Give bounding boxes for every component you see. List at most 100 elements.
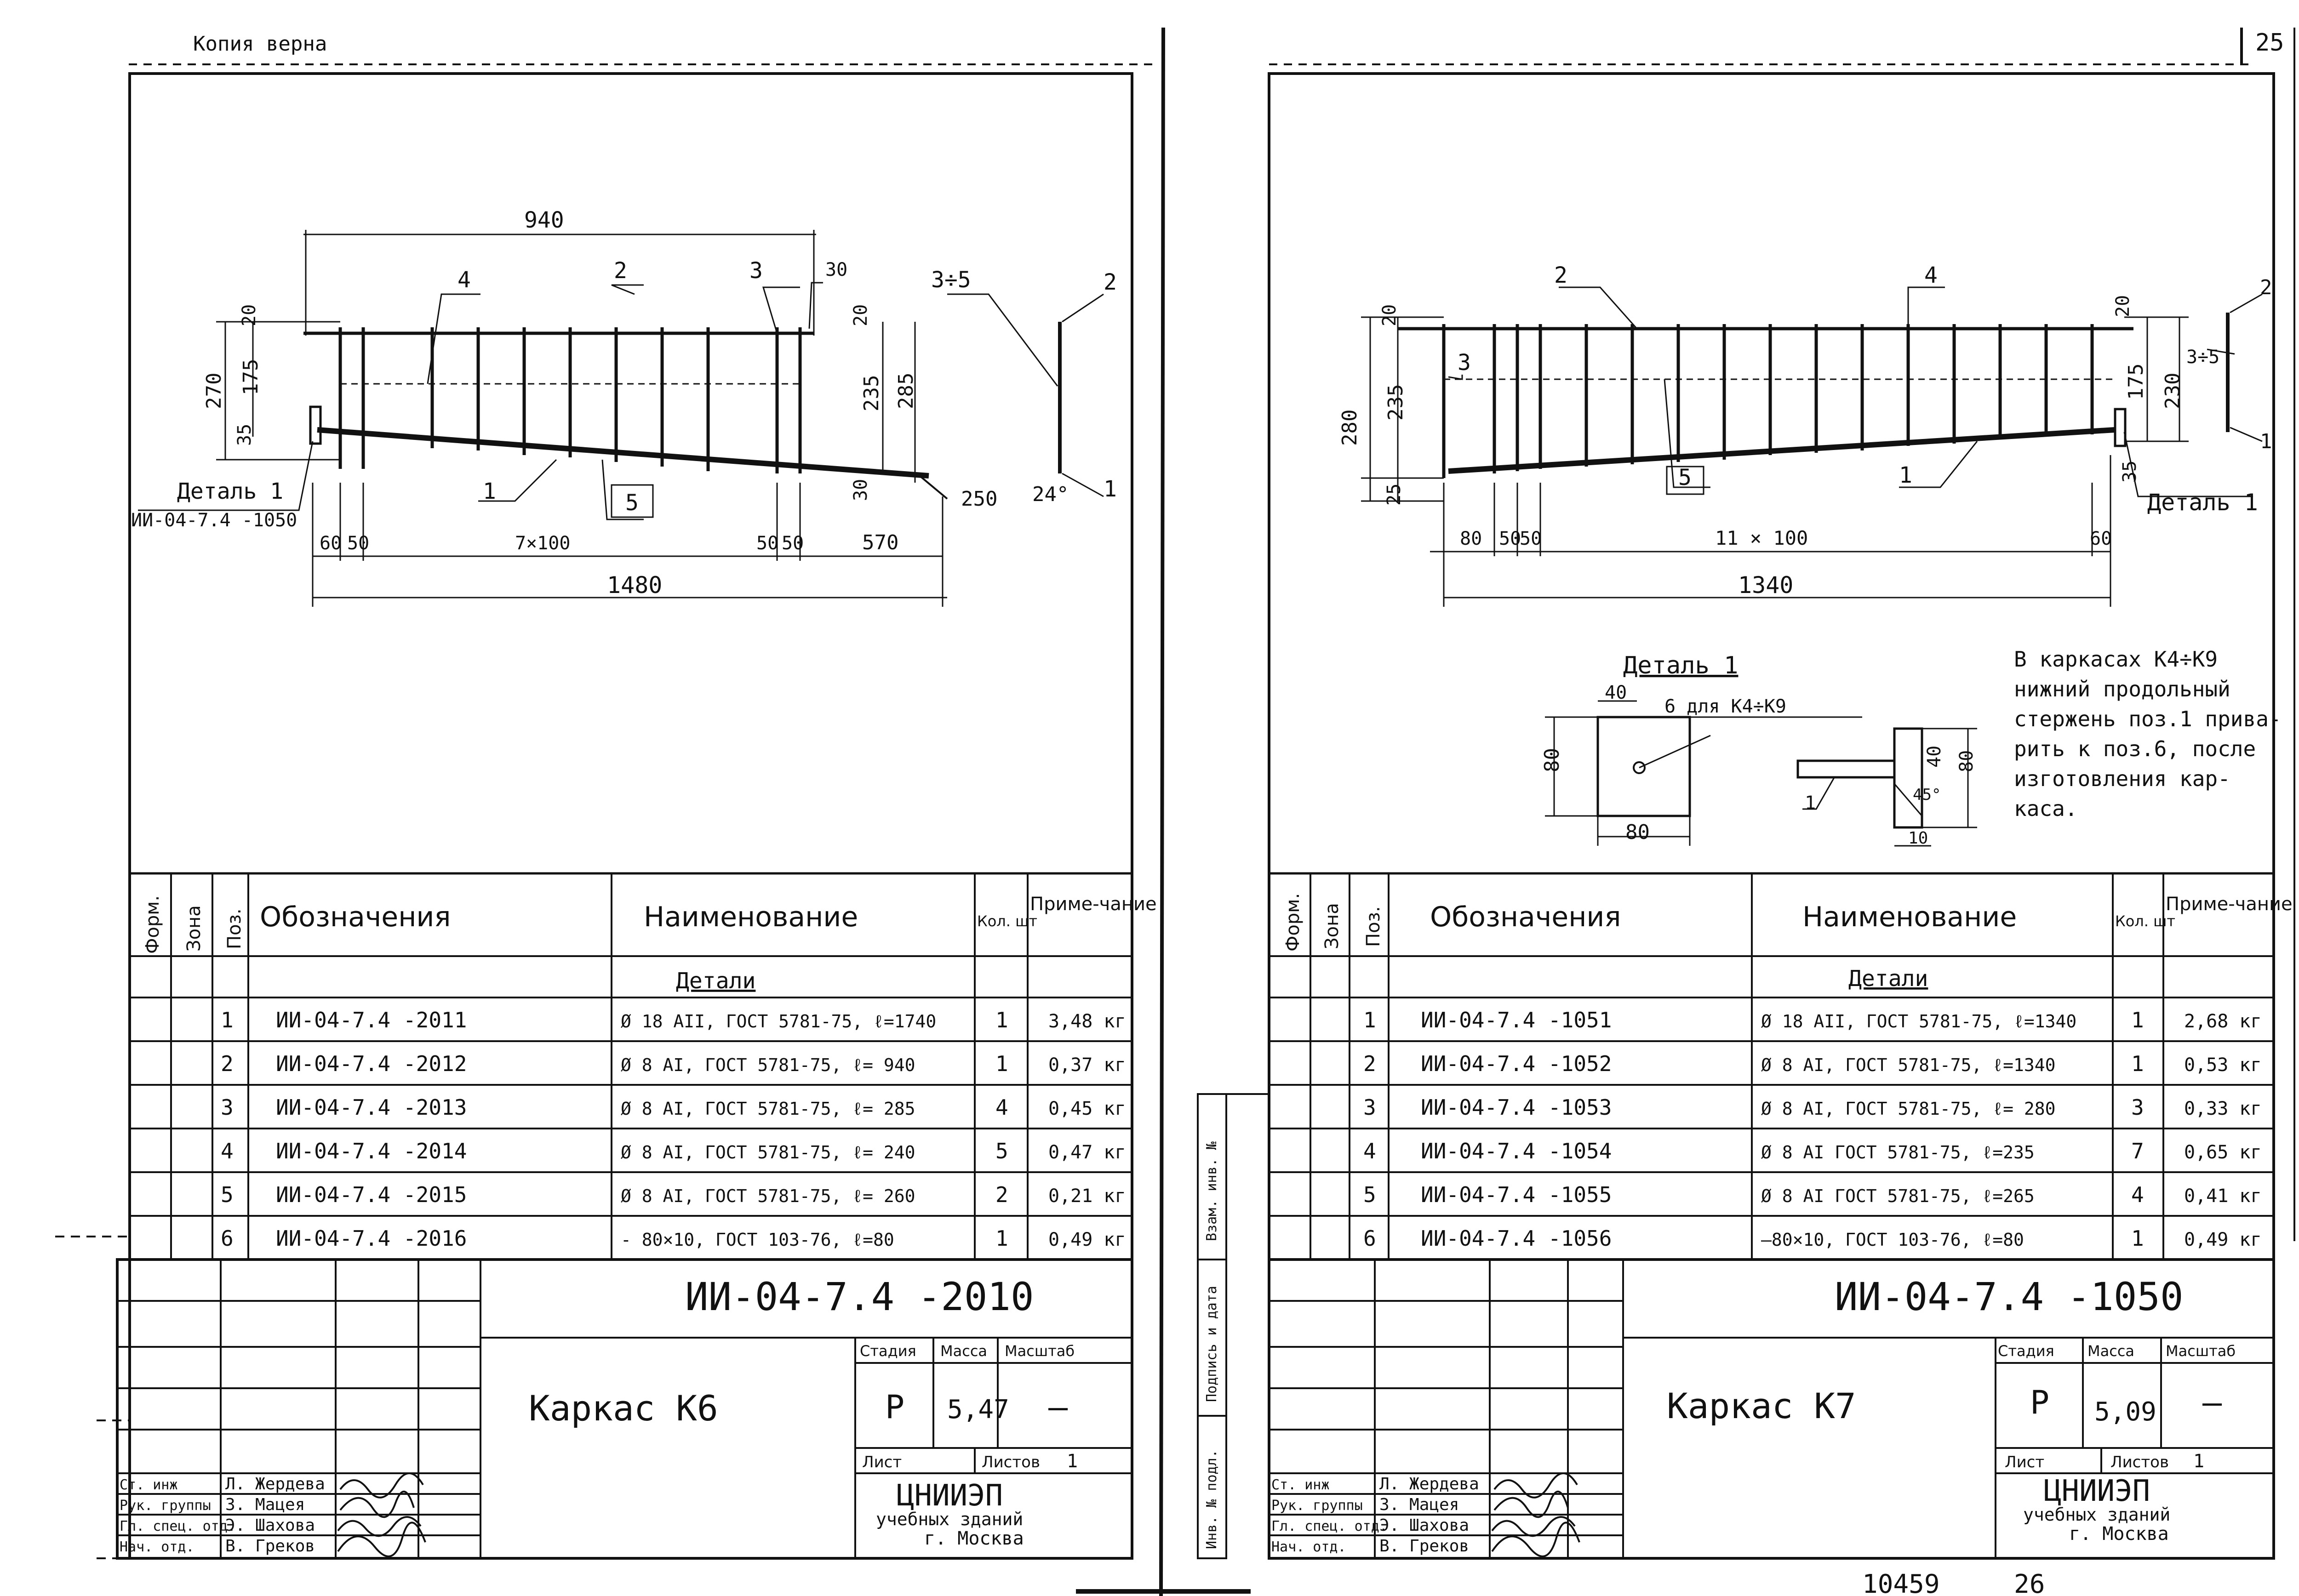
svg-text:ИИ-04-7.4 -2013: ИИ-04-7.4 -2013	[276, 1095, 467, 1120]
svg-text:280: 280	[1338, 410, 1361, 446]
svg-text:1: 1	[483, 479, 496, 504]
svg-text:Ø 8 АI, ГОСТ 5781-75, ℓ= 940: Ø 8 АI, ГОСТ 5781-75, ℓ= 940	[621, 1055, 915, 1075]
svg-text:3: 3	[2131, 1095, 2144, 1120]
svg-text:Зона: Зона	[1321, 903, 1343, 949]
svg-text:Приме-чание: Приме-чание	[1030, 894, 1157, 915]
svg-text:Деталь 1: Деталь 1	[1623, 652, 1738, 679]
svg-text:1480: 1480	[607, 572, 662, 598]
svg-text:24°: 24°	[1032, 483, 1069, 506]
svg-text:Ø 8 АI ГОСТ 5781-75, ℓ=265: Ø 8 АI ГОСТ 5781-75, ℓ=265	[1761, 1186, 2035, 1206]
svg-text:Обозначения: Обозначения	[1430, 901, 1621, 933]
svg-text:0,21 кг: 0,21 кг	[1048, 1186, 1126, 1207]
right-note: В каркасах К4÷К9 нижний продольный стерж…	[2014, 647, 2282, 821]
svg-text:В. Греков: В. Греков	[225, 1537, 315, 1556]
svg-text:Ø 8 АI, ГОСТ 5781-75, ℓ= 285: Ø 8 АI, ГОСТ 5781-75, ℓ= 285	[621, 1099, 915, 1119]
svg-text:ИИ-04-7.4 -2015: ИИ-04-7.4 -2015	[276, 1182, 467, 1207]
svg-text:5: 5	[221, 1182, 234, 1207]
svg-text:1: 1	[2260, 430, 2272, 453]
svg-text:Лист: Лист	[2005, 1453, 2044, 1471]
svg-text:20: 20	[239, 304, 260, 326]
svg-text:3÷5: 3÷5	[2186, 347, 2219, 368]
left-detail-label: Деталь 1	[177, 479, 283, 504]
svg-text:230: 230	[2161, 373, 2185, 409]
right-detail-1: Деталь 1 40 80 80 6 для К4÷К9 40 80	[1540, 652, 1977, 848]
svg-text:80: 80	[1460, 528, 1482, 549]
svg-text:З. Мацея: З. Мацея	[225, 1495, 305, 1514]
page-number: 25	[2255, 29, 2284, 57]
svg-text:Наименование: Наименование	[1802, 901, 2017, 933]
left-signatures	[337, 1472, 426, 1557]
svg-text:стержень поз.1 прива-: стержень поз.1 прива-	[2014, 707, 2282, 731]
svg-text:Кол. шт: Кол. шт	[2115, 912, 2175, 930]
svg-text:40: 40	[1605, 682, 1627, 703]
svg-text:6: 6	[221, 1226, 234, 1251]
svg-text:0,65 кг: 0,65 кг	[2184, 1142, 2262, 1163]
right-frame-drawing: 280 235 25 20 20 175 230 35 80 50 50 11 …	[1338, 262, 2272, 607]
svg-text:Кол. шт: Кол. шт	[977, 912, 1037, 930]
svg-text:6 для К4÷К9: 6 для К4÷К9	[1664, 696, 1786, 717]
svg-text:50: 50	[782, 533, 804, 554]
left-spec-table: Форм. Зона Поз. Обозначения Наименование…	[128, 872, 1157, 1261]
svg-text:1: 1	[1104, 476, 1117, 502]
svg-text:3÷5: 3÷5	[931, 267, 971, 293]
svg-text:Р: Р	[2030, 1384, 2049, 1421]
svg-text:80: 80	[1540, 748, 1564, 772]
svg-text:Ø 8 АI, ГОСТ 5781-75, ℓ=1340: Ø 8 АI, ГОСТ 5781-75, ℓ=1340	[1761, 1055, 2056, 1075]
svg-text:4: 4	[2131, 1182, 2144, 1207]
svg-text:5: 5	[1678, 465, 1692, 490]
svg-text:учебных зданий: учебных зданий	[876, 1509, 1023, 1529]
svg-text:Листов: Листов	[982, 1453, 1040, 1471]
svg-text:ИИ-04-7.4 -1055: ИИ-04-7.4 -1055	[1421, 1182, 1612, 1207]
svg-text:В каркасах К4÷К9: В каркасах К4÷К9	[2014, 647, 2218, 672]
right-doc-code: ИИ-04-7.4 -1050	[1835, 1274, 2184, 1319]
svg-text:3,48 кг: 3,48 кг	[1048, 1011, 1126, 1032]
right-side-labels: Инв. № подл. Подпись и дата Взам. инв. №	[1197, 1093, 1269, 1559]
svg-text:50: 50	[756, 533, 778, 554]
svg-text:0,37 кг: 0,37 кг	[1048, 1054, 1126, 1076]
svg-text:1: 1	[1899, 462, 1912, 488]
svg-text:нижний продольный: нижний продольный	[2014, 677, 2230, 701]
svg-text:2: 2	[221, 1051, 234, 1076]
svg-text:5,09: 5,09	[2094, 1397, 2156, 1427]
svg-text:60: 60	[2090, 528, 2112, 549]
svg-text:З. Мацея: З. Мацея	[1379, 1495, 1459, 1514]
svg-text:7×100: 7×100	[515, 533, 570, 554]
svg-text:0,47 кг: 0,47 кг	[1048, 1142, 1126, 1163]
svg-text:1: 1	[2131, 1008, 2144, 1032]
svg-text:Детали: Детали	[676, 968, 755, 994]
svg-text:изготовления кар-: изготовления кар-	[2014, 766, 2230, 791]
footer-ref: 10459	[1862, 1569, 1940, 1596]
svg-text:0,45 кг: 0,45 кг	[1048, 1098, 1126, 1119]
svg-text:0,49 кг: 0,49 кг	[1048, 1229, 1126, 1250]
svg-text:Стадия: Стадия	[860, 1342, 916, 1360]
svg-text:1: 1	[2131, 1226, 2144, 1251]
svg-text:Ø 8 АI, ГОСТ 5781-75, ℓ= 280: Ø 8 АI, ГОСТ 5781-75, ℓ= 280	[1761, 1099, 2056, 1119]
svg-text:235: 235	[1384, 384, 1407, 421]
svg-text:ИИ-04-7.4 -2016: ИИ-04-7.4 -2016	[276, 1226, 467, 1251]
svg-text:Р: Р	[885, 1388, 904, 1426]
svg-text:175: 175	[2124, 364, 2148, 400]
copy-mark: Копия верна	[193, 32, 327, 56]
svg-text:60: 60	[320, 533, 342, 554]
svg-text:ИИ-04-7.4 -1056: ИИ-04-7.4 -1056	[1421, 1226, 1612, 1251]
footer-page: 26	[2014, 1569, 2045, 1596]
left-frame-drawing: 940 30 20 20 270 175 35 235 285 30 250 2…	[131, 207, 1117, 607]
svg-text:2: 2	[995, 1182, 1008, 1207]
svg-text:3: 3	[749, 258, 763, 284]
svg-text:80: 80	[1625, 821, 1650, 844]
svg-text:учебных зданий: учебных зданий	[2023, 1505, 2170, 1525]
svg-text:6: 6	[1363, 1226, 1376, 1251]
svg-text:рить к поз.6, после: рить к поз.6, после	[2014, 736, 2256, 761]
svg-text:Наименование: Наименование	[644, 901, 858, 933]
svg-text:Л. Жердева: Л. Жердева	[1379, 1475, 1479, 1493]
svg-text:Ст. инж: Ст. инж	[120, 1477, 177, 1493]
svg-text:4: 4	[995, 1095, 1008, 1120]
svg-text:Гл. спец. отд.: Гл. спец. отд.	[120, 1518, 236, 1534]
svg-text:2: 2	[2260, 276, 2272, 299]
svg-text:4: 4	[458, 267, 471, 293]
svg-text:40: 40	[1924, 746, 1945, 768]
left-title-block: ИИ-04-7.4 -2010 Каркас К6 Стадия Масса М…	[116, 1258, 1133, 1560]
svg-text:1: 1	[2193, 1451, 2204, 1472]
svg-text:30: 30	[850, 479, 871, 501]
svg-text:10: 10	[1908, 829, 1928, 848]
